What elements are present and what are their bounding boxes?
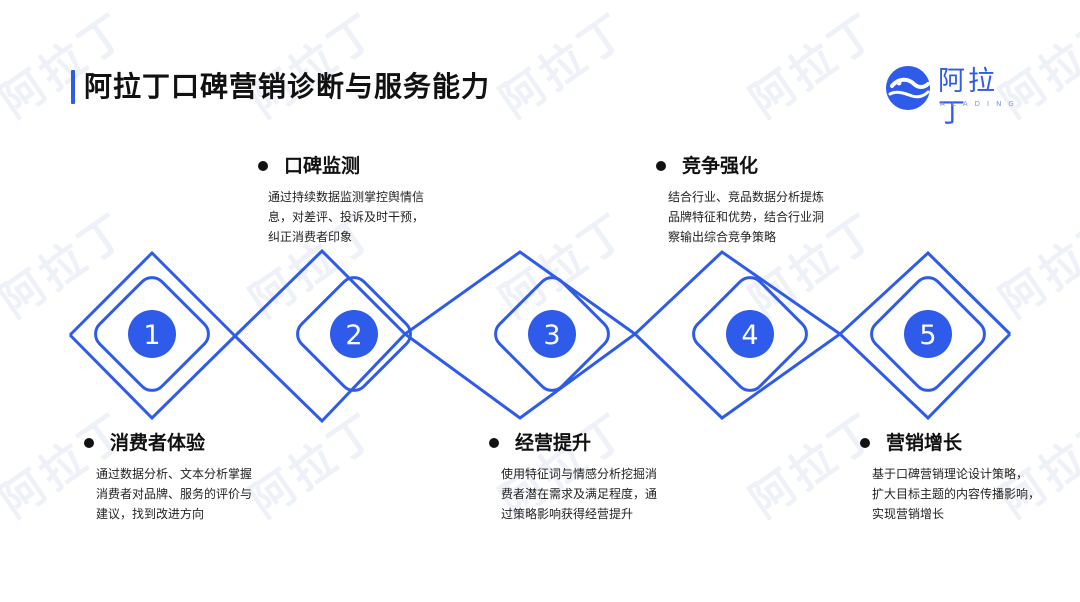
step-block-4: 竞争强化 结合行业、竞品数据分析提炼 品牌特征和优势，结合行业洞 察输出综合竞争…	[656, 153, 856, 247]
step-frame-5	[870, 276, 986, 392]
step-number-5: 5	[919, 320, 936, 351]
brand-logo: 阿拉丁 ALADING	[884, 64, 1024, 129]
step-frame-3	[494, 276, 610, 392]
step-block-1: 消费者体验 通过数据分析、文本分析掌握 消费者对品牌、服务的评价与 建议，找到改…	[84, 430, 284, 524]
step-title-1: 消费者体验	[110, 432, 206, 454]
step-number-1: 1	[143, 320, 160, 351]
step-frame-4	[692, 276, 808, 392]
bullet-dot	[258, 161, 268, 171]
step-desc-5: 基于口碑营销理论设计策略， 扩大目标主题的内容传播影响， 实现营销增长	[872, 467, 1041, 521]
step-number-2: 2	[345, 320, 362, 351]
step-number-circle-3	[528, 310, 576, 358]
step-number-3: 3	[543, 320, 560, 351]
step-title-4: 竞争强化	[682, 155, 759, 177]
step-block-2: 口碑监测 通过持续数据监测掌控舆情信 息，对差评、投诉及时干预， 纠正消费者印象	[258, 153, 458, 247]
step-block-5: 营销增长 基于口碑营销理论设计策略， 扩大目标主题的内容传播影响， 实现营销增长	[860, 430, 1070, 524]
title-accent-bar	[71, 70, 75, 104]
step-desc-2: 通过持续数据监测掌控舆情信 息，对差评、投诉及时干预， 纠正消费者印象	[268, 190, 425, 244]
aladdin-logo-icon	[886, 66, 930, 110]
step-frame-1	[94, 276, 210, 392]
step-number-circle-1	[128, 310, 176, 358]
page-title: 阿拉丁口碑营销诊断与服务能力	[84, 70, 491, 103]
logo-name: 阿拉丁	[938, 66, 998, 129]
step-number-circle-4	[726, 310, 774, 358]
logo-subtitle: ALADING	[940, 100, 1021, 108]
step-number-circle-5	[904, 310, 952, 358]
step-desc-4: 结合行业、竞品数据分析提炼 品牌特征和优势，结合行业洞 察输出综合竞争策略	[668, 190, 825, 244]
bullet-dot	[489, 438, 499, 448]
chain-connector	[68, 250, 237, 338]
step-desc-1: 通过数据分析、文本分析掌握 消费者对品牌、服务的评价与 建议，找到改进方向	[96, 467, 253, 521]
step-block-3: 经营提升 使用特征词与情感分析挖掘消 费者潜在需求及满足程度，通 过策略影响获得…	[489, 430, 689, 524]
bullet-dot	[84, 438, 94, 448]
step-frame-2	[296, 276, 412, 392]
step-title-3: 经营提升	[515, 432, 592, 454]
chain-connector	[838, 332, 1012, 421]
step-number-circle-2	[330, 310, 378, 358]
bullet-dot	[860, 438, 870, 448]
bullet-dot	[656, 161, 666, 171]
step-desc-3: 使用特征词与情感分析挖掘消 费者潜在需求及满足程度，通 过策略影响获得经营提升	[501, 467, 658, 521]
chain-connector	[404, 250, 841, 420]
step-number-4: 4	[741, 320, 758, 351]
step-title-5: 营销增长	[886, 432, 963, 454]
step-title-2: 口碑监测	[284, 155, 361, 177]
